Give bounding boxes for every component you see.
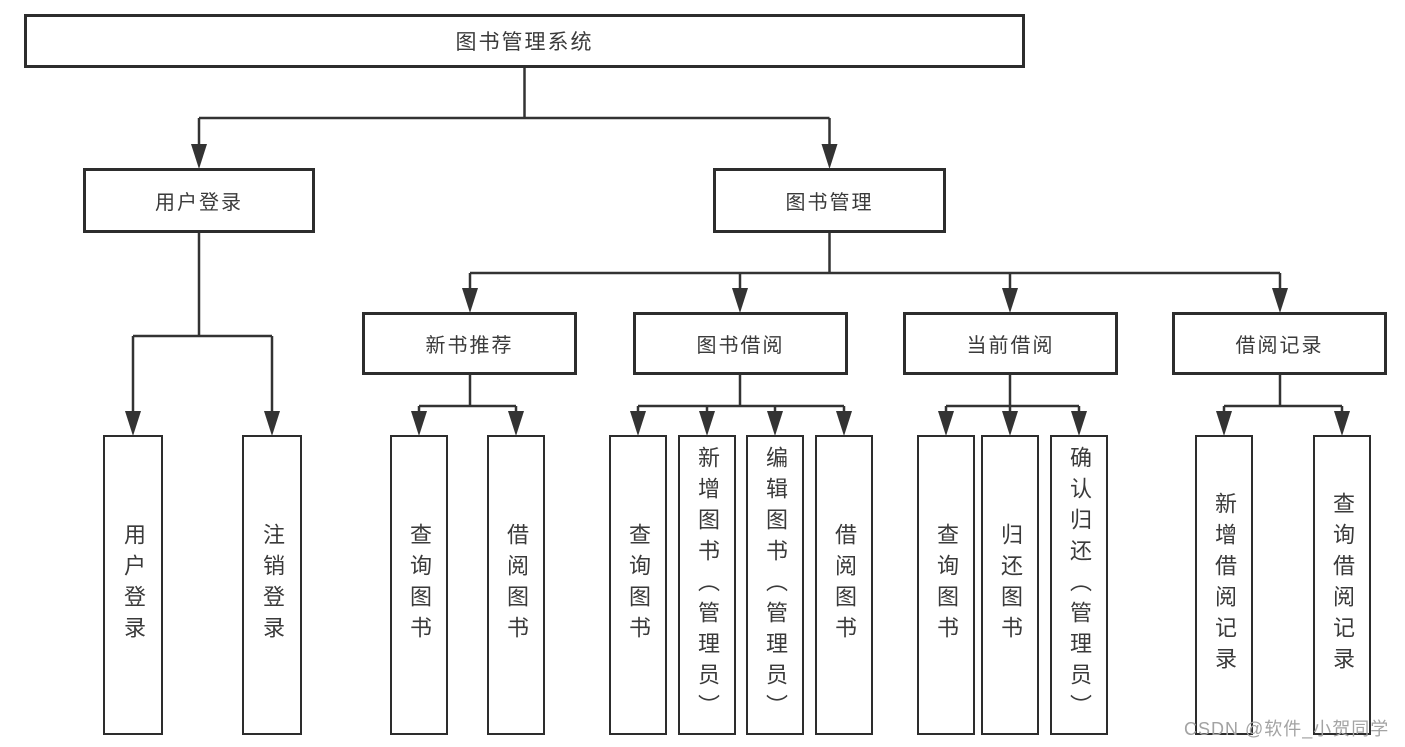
node-borrow-records-label: 借阅记录 (1235, 335, 1324, 357)
leaf-add-borrow-record: 新增借阅记录 (1195, 435, 1253, 735)
arrowheads (125, 144, 1350, 436)
leaf-query-borrow-record: 查询借阅记录 (1313, 435, 1371, 735)
leaf-edit-book-admin-label: 编辑图书（管理员） (763, 445, 788, 725)
leaf-query-books-recommend-label: 查询图书 (407, 523, 432, 647)
node-book-borrow: 图书借阅 (633, 312, 848, 375)
leaf-logout-label: 注销登录 (260, 523, 285, 647)
leaf-user-login-label: 用户登录 (121, 523, 146, 647)
leaf-query-books-borrow-label: 查询图书 (626, 523, 651, 647)
node-borrow-records: 借阅记录 (1172, 312, 1387, 375)
node-book-borrow-label: 图书借阅 (696, 335, 785, 357)
node-new-book-recommend-label: 新书推荐 (425, 335, 514, 357)
node-user-login-label: 用户登录 (155, 192, 243, 214)
node-library-management-system: 图书管理系统 (24, 14, 1025, 68)
node-user-login: 用户登录 (83, 168, 315, 233)
node-current-borrow: 当前借阅 (903, 312, 1118, 375)
leaf-query-books-recommend: 查询图书 (390, 435, 448, 735)
leaf-edit-book-admin: 编辑图书（管理员） (746, 435, 804, 735)
leaf-confirm-return-admin-label: 确认归还（管理员） (1067, 445, 1092, 725)
leaf-logout: 注销登录 (242, 435, 302, 735)
node-current-borrow-label: 当前借阅 (966, 335, 1055, 357)
leaf-user-login: 用户登录 (103, 435, 163, 735)
leaf-query-books-current-label: 查询图书 (934, 523, 959, 647)
leaf-confirm-return-admin: 确认归还（管理员） (1050, 435, 1108, 735)
leaf-return-book: 归还图书 (981, 435, 1039, 735)
leaf-return-book-label: 归还图书 (998, 523, 1023, 647)
leaf-borrow-books-borrow: 借阅图书 (815, 435, 873, 735)
leaf-borrow-books-borrow-label: 借阅图书 (832, 523, 857, 647)
leaf-query-books-borrow: 查询图书 (609, 435, 667, 735)
leaf-add-borrow-record-label: 新增借阅记录 (1212, 492, 1237, 678)
node-book-management: 图书管理 (713, 168, 946, 233)
leaf-query-borrow-record-label: 查询借阅记录 (1330, 492, 1355, 678)
leaf-borrow-books-recommend-label: 借阅图书 (504, 523, 529, 647)
leaf-query-books-current: 查询图书 (917, 435, 975, 735)
csdn-watermark: CSDN @软件_小贺同学 (1184, 719, 1390, 739)
leaf-add-book-admin-label: 新增图书（管理员） (695, 445, 720, 725)
leaf-add-book-admin: 新增图书（管理员） (678, 435, 736, 735)
node-library-management-system-label: 图书管理系统 (455, 31, 594, 54)
node-book-management-label: 图书管理 (785, 192, 874, 214)
node-new-book-recommend: 新书推荐 (362, 312, 577, 375)
leaf-borrow-books-recommend: 借阅图书 (487, 435, 545, 735)
